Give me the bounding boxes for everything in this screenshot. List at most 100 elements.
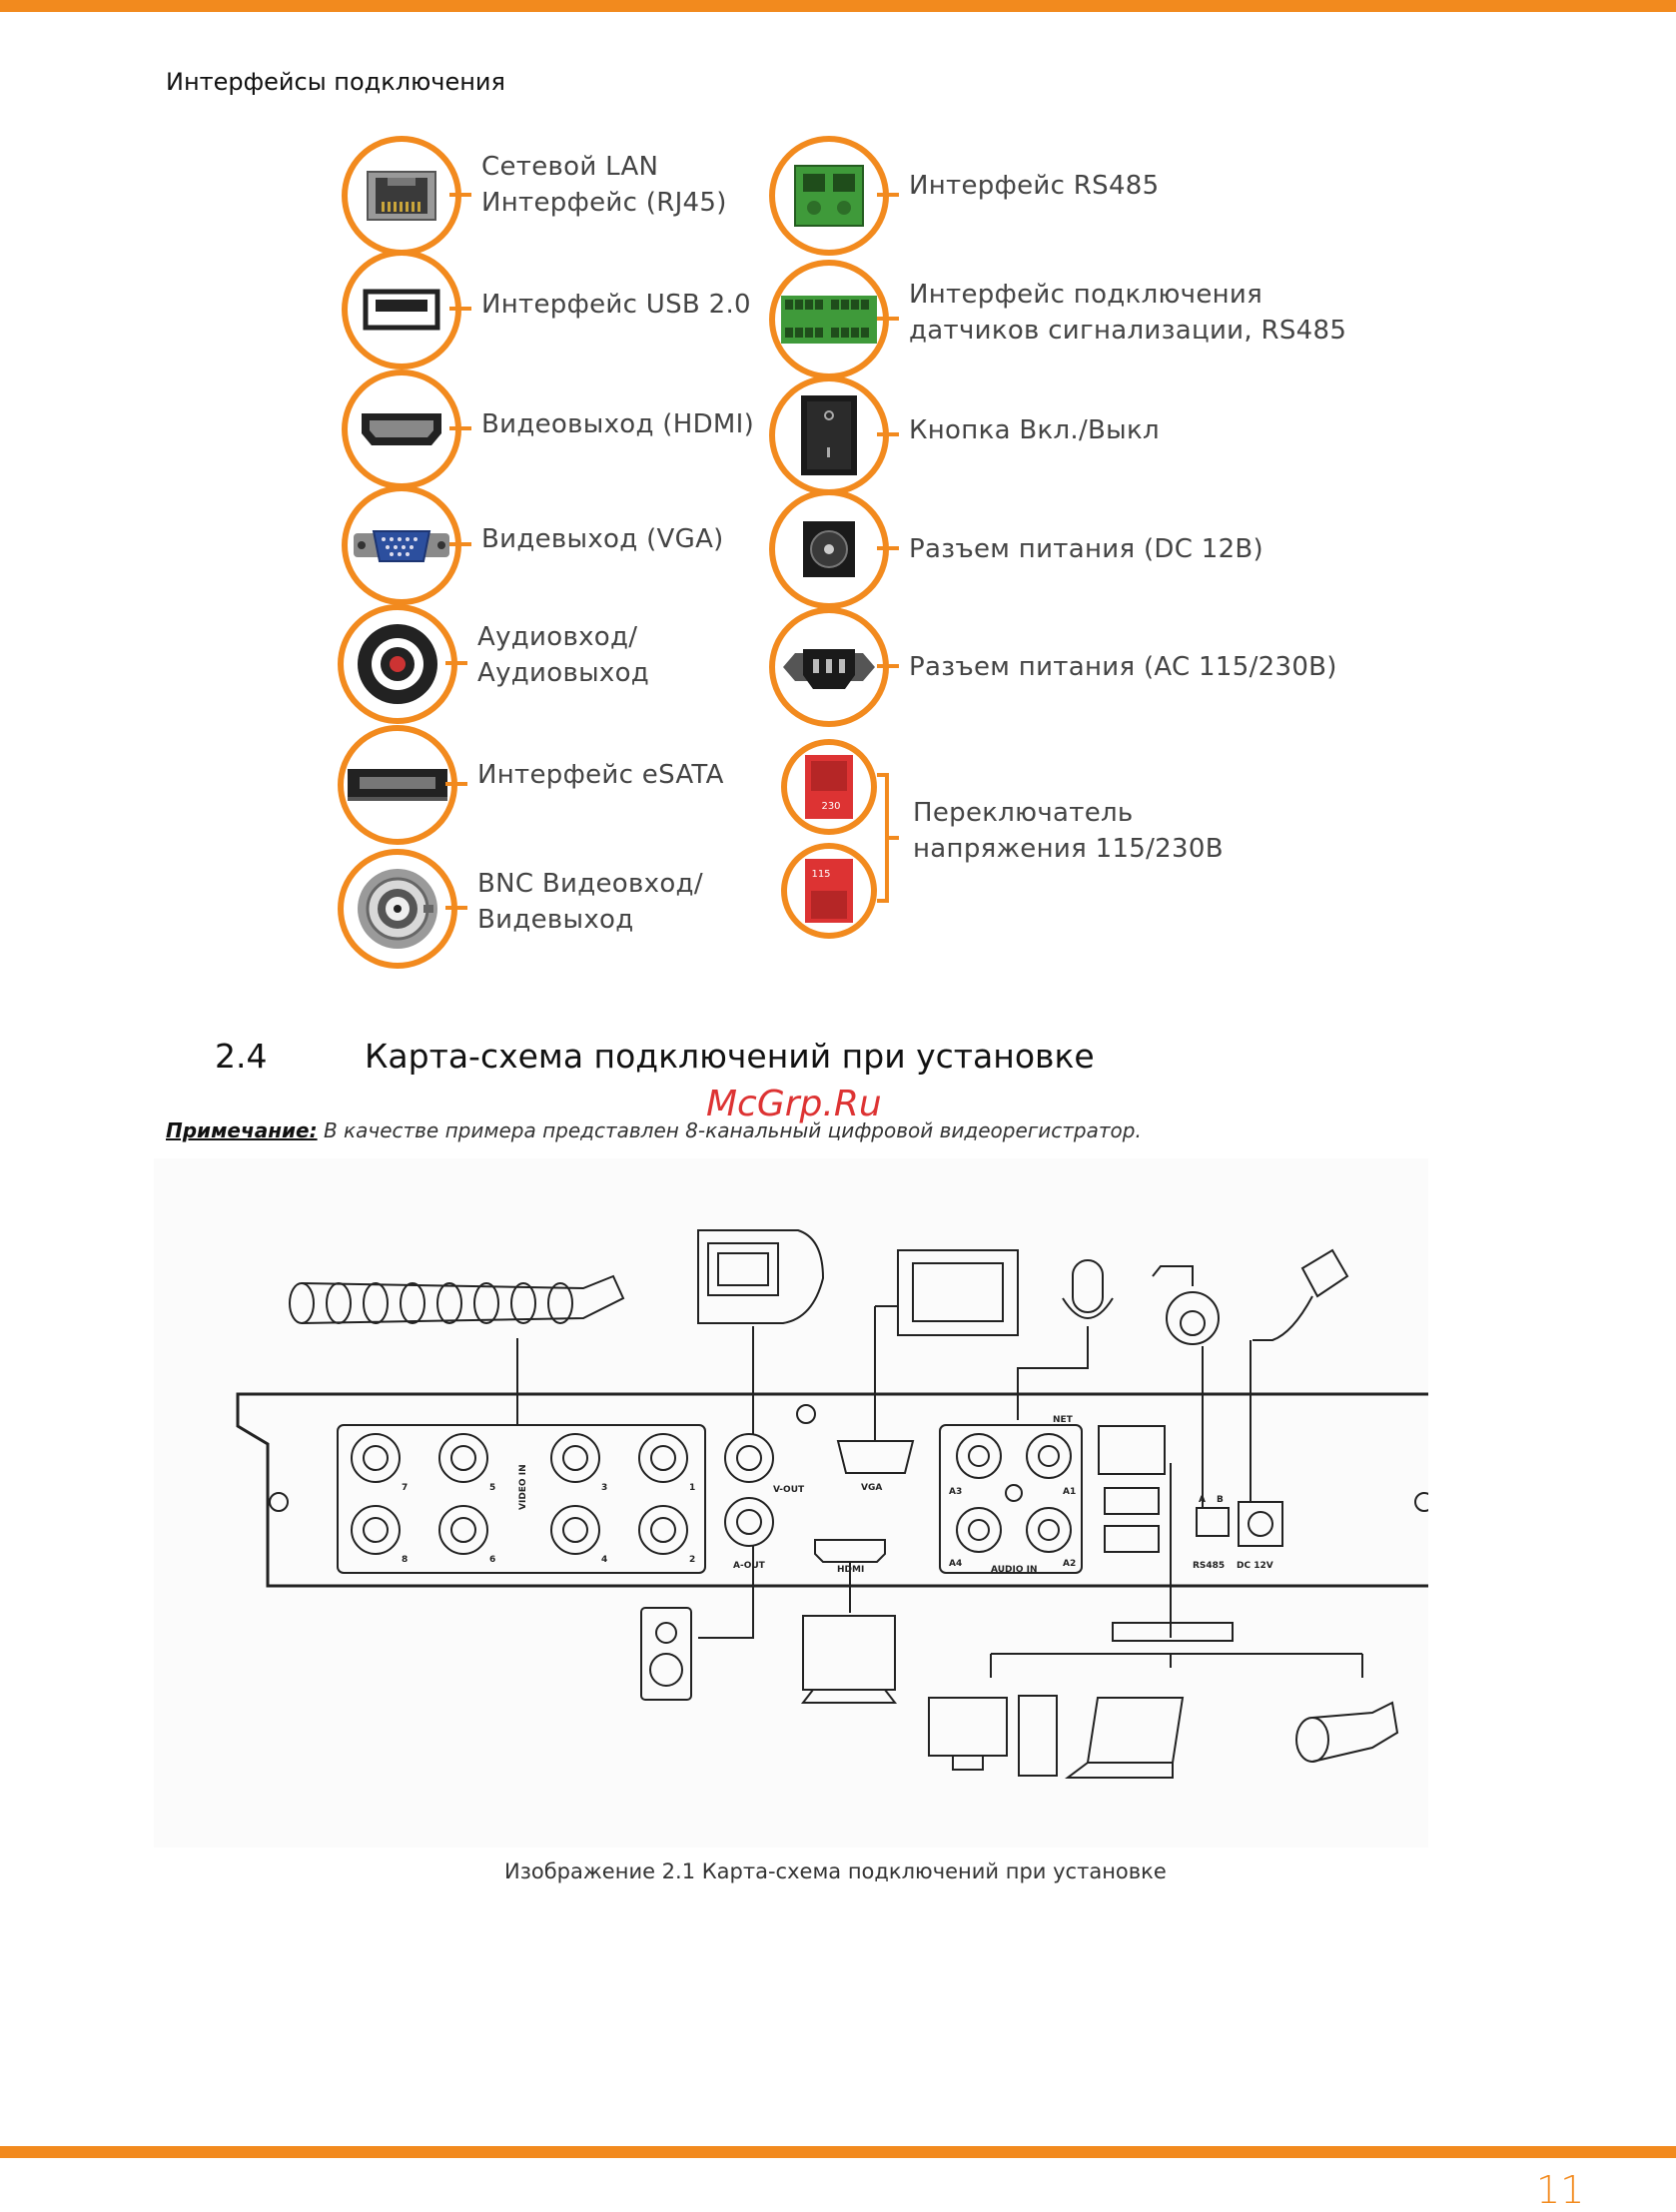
connector-line: [449, 193, 471, 197]
alarm-terminal-icon: [769, 260, 889, 379]
interface-label: Кнопка Вкл./Выкл: [909, 415, 1160, 445]
camera-icon: [289, 1274, 625, 1324]
hdmi-port-icon: [342, 369, 461, 489]
interface-power-switch: Кнопка Вкл./Выкл: [769, 375, 1160, 495]
rs485-label: RS485: [1193, 1561, 1225, 1571]
connector-line: [877, 546, 899, 550]
laptop-icon: [1065, 1697, 1185, 1779]
interface-usb: Интерфейс USB 2.0: [342, 250, 751, 369]
channel-label: 8: [402, 1555, 408, 1565]
connector-line: [445, 661, 467, 665]
heading-text: Карта-схема подключений при установке: [365, 1037, 1095, 1076]
note-label: Примечание:: [166, 1118, 318, 1142]
bnc-port-icon: [338, 849, 457, 969]
dc-jack-icon: [769, 489, 889, 609]
vga-label: VGA: [861, 1483, 882, 1493]
interface-label: Интерфейс USB 2.0: [481, 290, 751, 320]
hdmi-label: HDMI: [837, 1565, 864, 1575]
computer-icon: [928, 1695, 1058, 1777]
channel-label: 2: [689, 1555, 695, 1565]
voltage-switch-icon: 115: [781, 843, 877, 939]
audio-inputs: [956, 1433, 1072, 1553]
ac-socket-icon: [769, 607, 889, 727]
heading-number: 2.4: [215, 1037, 268, 1076]
audio-channel-label: A1: [1063, 1487, 1076, 1497]
channel-label: 7: [402, 1483, 408, 1493]
tv-icon: [800, 1615, 898, 1704]
rs485-b-label: B: [1217, 1495, 1224, 1505]
power-adapter-icon: [1253, 1248, 1349, 1341]
interface-label: Видеовыход (HDMI): [481, 409, 755, 439]
rj45-port-icon: [342, 136, 461, 256]
dc-label: DC 12V: [1237, 1561, 1273, 1571]
diagram-svg: VIDEO IN 7 5 3 1 8 6 4 2 V-OUT A-OUT VGA…: [236, 1229, 1468, 1779]
esata-port-icon: [338, 725, 457, 845]
interface-rca: Аудиовход/Аудиовыход: [338, 604, 649, 724]
connector-line: [449, 542, 471, 546]
figure-caption: Изображение 2.1 Карта-схема подключений …: [504, 1859, 1167, 1883]
channel-label: 3: [601, 1483, 607, 1493]
audio-channel-label: A4: [949, 1559, 962, 1569]
note: Примечание: В качестве примера представл…: [166, 1118, 1142, 1142]
interface-label: Интерфейс eSATA: [477, 760, 724, 790]
channel-label: 6: [489, 1555, 495, 1565]
connection-diagram: VIDEO IN 7 5 3 1 8 6 4 2 V-OUT A-OUT VGA…: [154, 1158, 1468, 1847]
network-switch-icon: [1112, 1622, 1234, 1642]
interface-label: Разъем питания (AC 115/230В): [909, 652, 1337, 682]
note-text: В качестве примера представлен 8-канальн…: [317, 1118, 1142, 1142]
power-switch-icon: [769, 375, 889, 495]
net-label: NET: [1053, 1415, 1074, 1425]
v-out-label: V-OUT: [773, 1485, 805, 1495]
bottom-accent-bar: [0, 2146, 1676, 2158]
channel-label: 4: [601, 1555, 607, 1565]
rca-port-icon: [338, 604, 457, 724]
rs485-terminal-icon: [769, 136, 889, 256]
rs485-a-label: A: [1199, 1495, 1206, 1505]
video-in-label: VIDEO IN: [518, 1464, 528, 1510]
vga-monitor-icon: [897, 1249, 1019, 1336]
bracket-line: [877, 773, 899, 903]
bnc-inputs: [351, 1433, 688, 1555]
connector-line: [449, 307, 471, 311]
interface-label: Аудиовход/Аудиовыход: [477, 622, 650, 688]
monitor-icon: [697, 1229, 825, 1324]
usb-port-icon: [342, 250, 461, 369]
section-heading: 2.4 Карта-схема подключений при установке: [215, 1037, 1095, 1076]
voltage-switch-icon: 230: [781, 739, 877, 835]
section-title: Интерфейсы подключения: [166, 68, 505, 96]
interface-vga: Видевыход (VGA): [342, 485, 723, 605]
audio-channel-label: A3: [949, 1487, 962, 1497]
interface-hdmi: Видеовыход (HDMI): [342, 369, 754, 489]
connector-line: [445, 906, 467, 910]
interface-dc: Разъем питания (DC 12В): [769, 489, 1263, 609]
channel-label: 1: [689, 1483, 695, 1493]
voltage-mark: 230: [821, 801, 840, 812]
connector-line: [449, 426, 471, 430]
connector-line: [445, 782, 467, 786]
connector-line: [877, 317, 899, 321]
interface-label: Разъем питания (DC 12В): [909, 534, 1264, 564]
connector-line: [877, 664, 899, 668]
watermark: McGrp.Ru: [706, 1084, 882, 1124]
a-out-label: A-OUT: [733, 1561, 766, 1571]
interface-esata: Интерфейс eSATA: [338, 725, 723, 845]
channel-label: 5: [489, 1483, 495, 1493]
ip-camera-icon: [1295, 1701, 1399, 1763]
connector-line: [877, 432, 899, 436]
microphone-icon: [1062, 1259, 1114, 1350]
connector-line: [877, 193, 899, 197]
interface-bnc: BNC Видеовход/Видевыход: [338, 849, 703, 969]
audio-channel-label: A2: [1063, 1559, 1076, 1569]
top-accent-bar: [0, 0, 1676, 12]
interface-label: BNC Видеовход/Видевыход: [477, 869, 703, 935]
interface-rs485: Интерфейс RS485: [769, 136, 1159, 256]
audio-in-label: AUDIO IN: [991, 1565, 1037, 1575]
speaker-icon: [640, 1607, 692, 1701]
interface-label: Видевыход (VGA): [481, 524, 724, 554]
